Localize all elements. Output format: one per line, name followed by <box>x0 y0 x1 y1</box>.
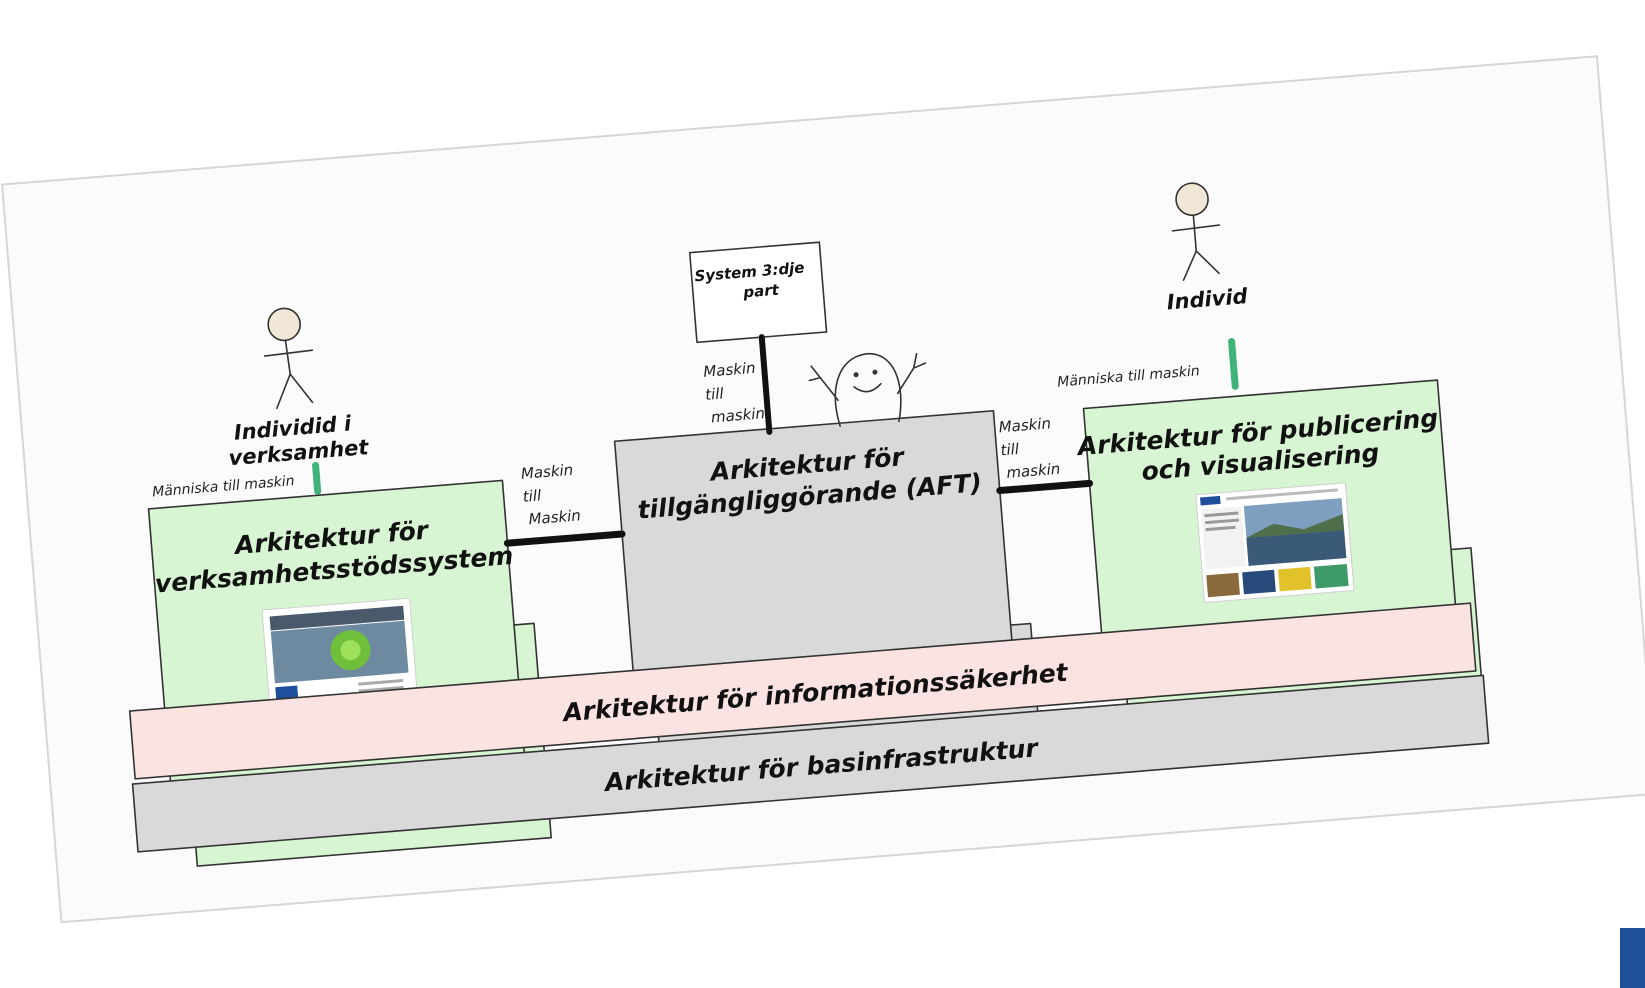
left-box-thumbnail <box>261 597 419 721</box>
machine-top-label-line3: maskin <box>710 404 765 426</box>
machine-link-right <box>996 479 1094 495</box>
machine-right-label-line2: till <box>1000 440 1021 459</box>
machine-left-label-line1: Maskin <box>520 461 574 483</box>
machine-right-label-line3: maskin <box>1006 460 1061 482</box>
human-machine-link-left <box>312 461 322 495</box>
information-security-band <box>128 602 1477 780</box>
machine-top-label-line1: Maskin <box>703 359 757 381</box>
base-infrastructure-band <box>131 674 1490 853</box>
machine-left-label-line2: till <box>522 486 543 505</box>
machine-right-label-line1: Maskin <box>998 414 1052 436</box>
machine-top-label-line2: till <box>704 384 725 403</box>
machine-link-left <box>503 530 626 547</box>
smiley-figure <box>808 352 927 427</box>
human-machine-link-right <box>1228 337 1239 390</box>
third-party-system-label-line2: part <box>742 281 781 302</box>
right-individual-figure <box>1171 182 1221 281</box>
machine-left-label-line3: Maskin <box>528 506 582 528</box>
right-box-thumbnail <box>1195 482 1355 604</box>
corner-badge <box>1620 928 1645 988</box>
machine-link-top <box>758 334 773 435</box>
diagram-sheet: Arkitektur för verksamhetsstödssystem In… <box>0 55 1645 924</box>
left-individual-figure <box>263 307 314 410</box>
